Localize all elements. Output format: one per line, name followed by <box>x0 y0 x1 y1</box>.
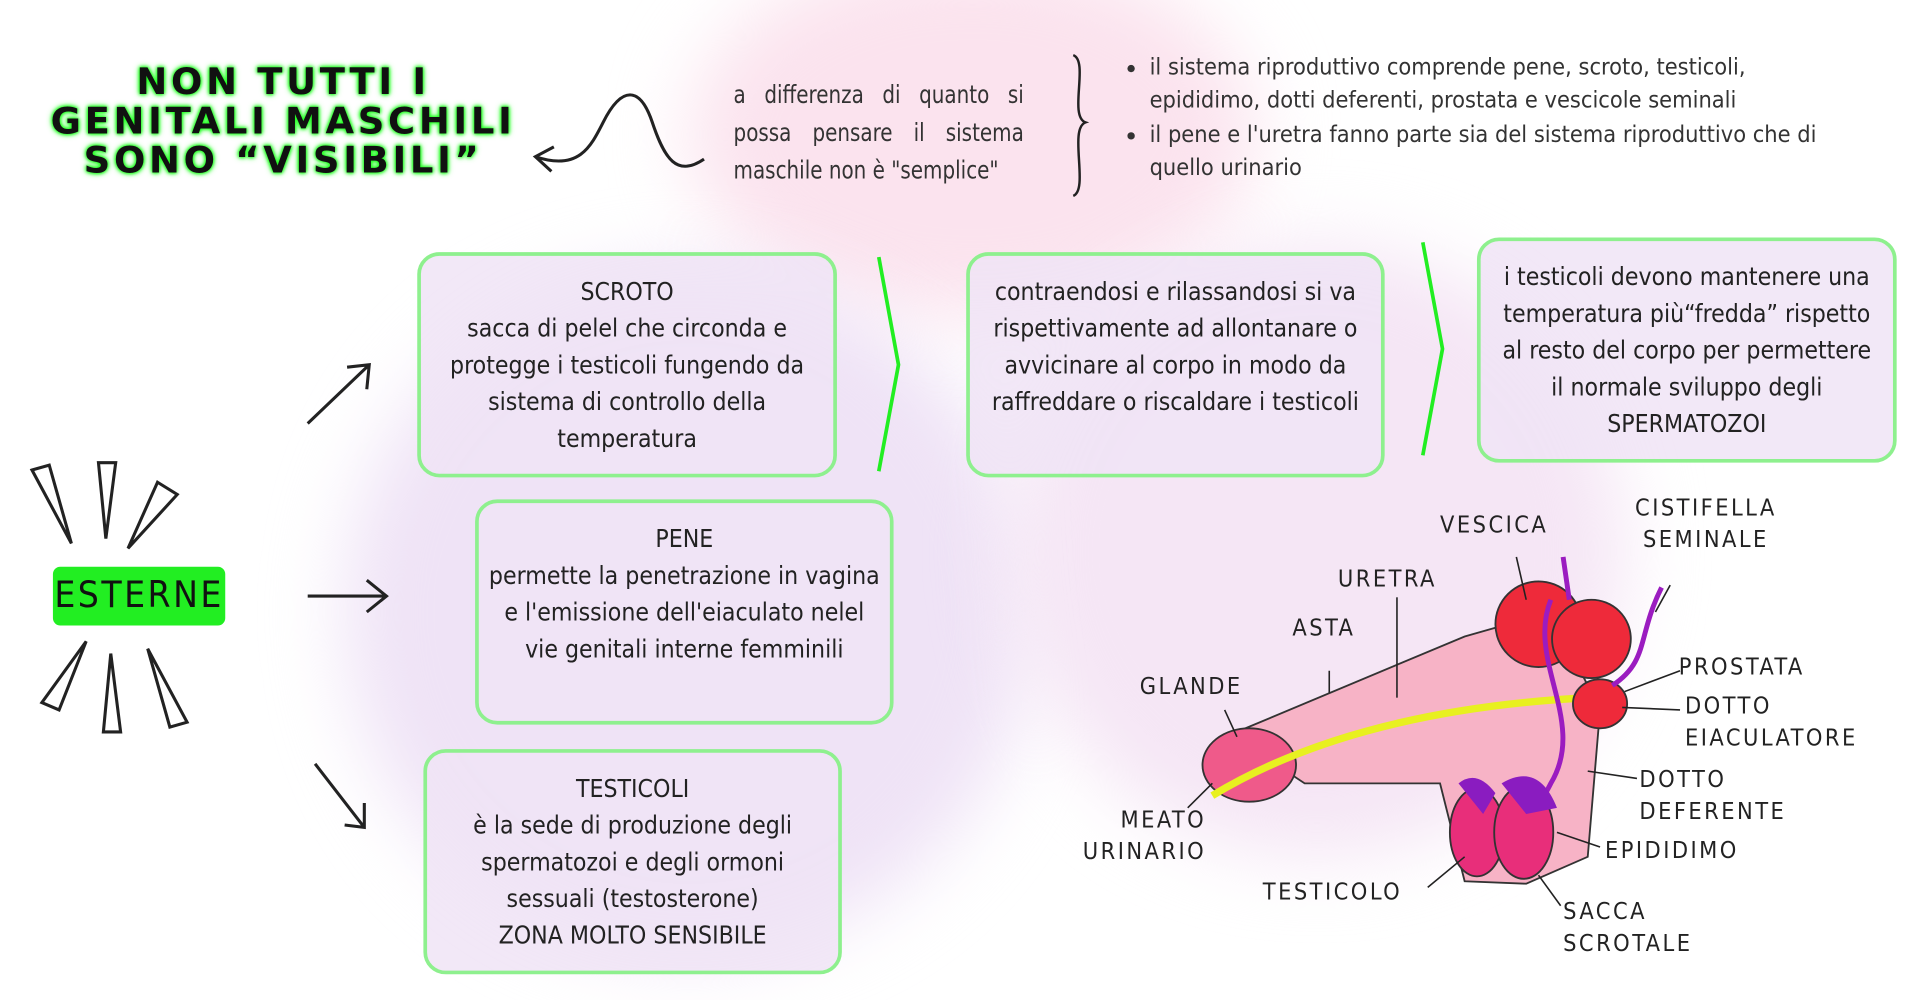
bullet-list: il sistema riproduttivo comprende pene, … <box>1122 51 1860 186</box>
scroto-box: SCROTO sacca di pelel che circonda e pro… <box>417 252 837 478</box>
urethra-shape <box>1210 694 1588 799</box>
label-epididimo: EPIDIDIMO <box>1604 837 1739 865</box>
temperature-box: i testicoli devono mantenere una tempera… <box>1476 237 1897 463</box>
label-dotto-eiaculatore: DOTTO EIACULATORE <box>1684 692 1858 752</box>
prostate-shape <box>1572 678 1629 730</box>
scroto-mechanism-box: contraendosi e rilassandosi si va rispet… <box>966 252 1385 478</box>
anatomy-illustration <box>1187 556 1681 907</box>
label-testicolo: TESTICOLO <box>1262 878 1403 906</box>
title-line: GENITALI MASCHILI <box>50 100 516 144</box>
label-vescica: VESCICA <box>1440 511 1549 539</box>
page-title: NON TUTTI I GENITALI MASCHILI SONO “VISI… <box>37 61 529 183</box>
label-prostata: PROSTATA <box>1678 653 1805 681</box>
label-dotto-deferente: DOTTO DEFERENTE <box>1639 766 1787 825</box>
bullet-item: il pene e l'uretra fanno parte sia del s… <box>1150 119 1861 185</box>
title-line: SONO “VISIBILI” <box>83 139 483 183</box>
burst-icon <box>29 461 190 734</box>
box-title: TESTICOLI <box>575 773 690 803</box>
box-text: è la sede di produzione degli spermatozo… <box>473 810 793 914</box>
label-uretra: URETRA <box>1337 565 1437 593</box>
title-line: NON TUTTI I <box>136 61 430 105</box>
bullet-item: il sistema riproduttivo comprende pene, … <box>1150 51 1861 117</box>
brace-icon <box>1072 53 1090 197</box>
intro-text: a differenza di quanto si possa pensare … <box>733 79 1024 185</box>
box-text: permette la penetrazione in vagina e l'e… <box>488 560 880 664</box>
label-sacca: SACCA SCROTALE <box>1563 898 1693 958</box>
glans-shape <box>1201 727 1297 803</box>
box-note: ZONA MOLTO SENSIBILE <box>498 920 767 950</box>
wave-arrow-icon <box>534 93 705 168</box>
chevron-icon <box>1420 242 1445 456</box>
arrow-head-icon <box>532 145 555 173</box>
arrow-icons <box>306 363 389 830</box>
pene-box: PENE permette la penetrazione in vagina … <box>475 499 894 725</box>
label-glande: GLANDE <box>1139 673 1243 701</box>
chevron-icon <box>876 256 901 472</box>
testicoli-box: TESTICOLI è la sede di produzione degli … <box>423 749 842 975</box>
box-title: SCROTO <box>580 276 674 306</box>
label-asta: ASTA <box>1292 614 1356 642</box>
box-title: PENE <box>655 523 714 554</box>
esterne-label: ESTERNE <box>52 566 226 626</box>
label-meato: MEATO URINARIO <box>1082 806 1207 866</box>
label-cistifella: CISTIFELLA SEMINALE <box>1635 494 1777 554</box>
box-text: sacca di pelel che circonda e protegge i… <box>450 313 805 453</box>
